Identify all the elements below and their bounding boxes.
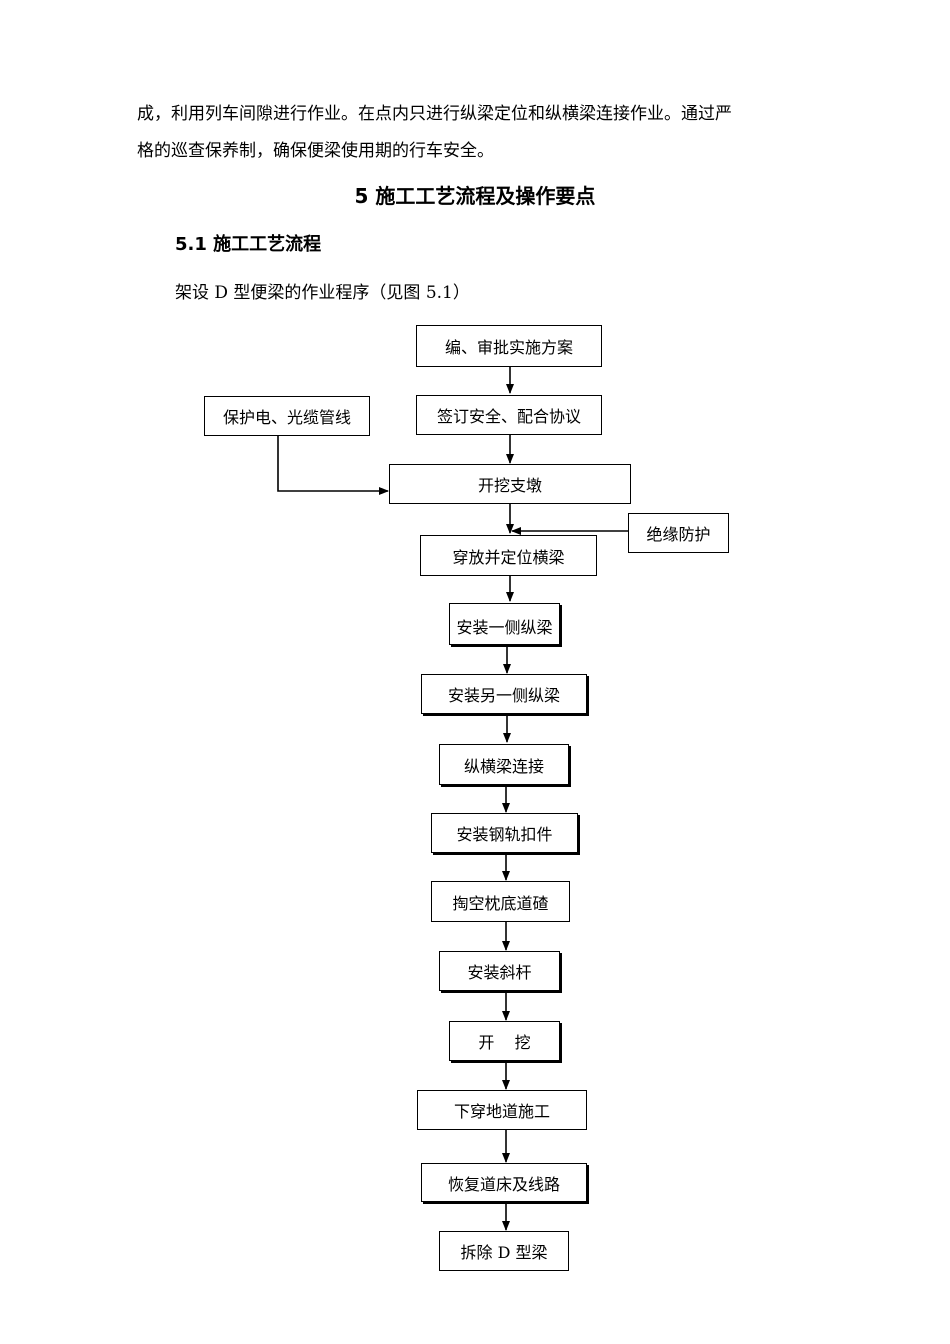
body-line-1: 成，利用列车间隙进行作业。在点内只进行纵梁定位和纵横梁连接作业。通过严 xyxy=(137,104,732,124)
step-remove-ballast: 掏空枕底道碴 xyxy=(431,881,570,922)
step-place-crossbeam: 穿放并定位横梁 xyxy=(420,535,597,576)
step-approve-plan: 编、审批实施方案 xyxy=(416,325,602,367)
step-remove-d-beam: 拆除 D 型梁 xyxy=(439,1231,569,1271)
step-sign-agreement: 签订安全、配合协议 xyxy=(416,395,602,435)
section-heading: 5 施工工艺流程及操作要点 xyxy=(354,184,596,208)
side-insulation: 绝缘防护 xyxy=(628,513,729,553)
step-install-diagonals: 安装斜杆 xyxy=(439,951,560,991)
step-underpass-construction: 下穿地道施工 xyxy=(417,1090,587,1130)
step-excavate: 开 挖 xyxy=(449,1021,560,1061)
side-protect-cables: 保护电、光缆管线 xyxy=(204,396,370,436)
step-install-fasteners: 安装钢轨扣件 xyxy=(431,813,578,853)
step-restore-track: 恢复道床及线路 xyxy=(421,1163,587,1202)
intro-text: 架设 D 型便梁的作业程序（见图 5.1） xyxy=(175,283,470,303)
step-excavate-piers: 开挖支墩 xyxy=(389,464,631,504)
body-line-2: 格的巡查保养制，确保便梁使用期的行车安全。 xyxy=(137,141,494,161)
step-install-one-side: 安装一侧纵梁 xyxy=(449,603,560,645)
subsection-heading: 5.1 施工工艺流程 xyxy=(175,234,322,255)
step-connect-beams: 纵横梁连接 xyxy=(439,744,569,785)
step-install-other-side: 安装另一侧纵梁 xyxy=(421,674,587,714)
